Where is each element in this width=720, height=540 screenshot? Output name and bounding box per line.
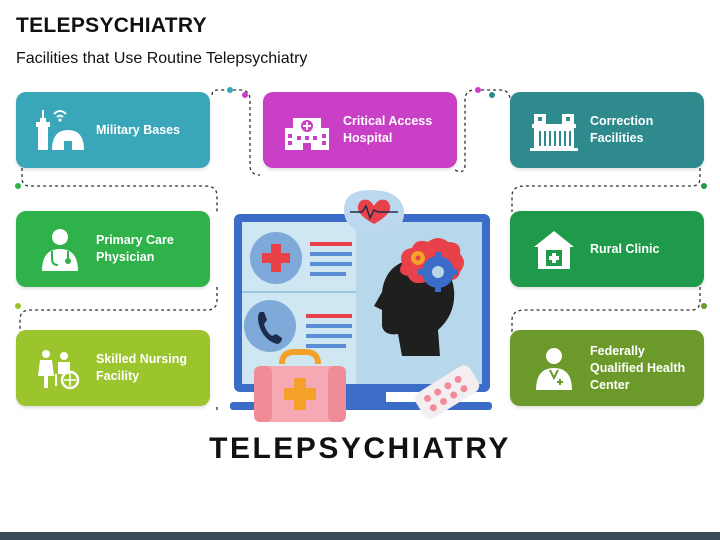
page-subtitle: Facilities that Use Routine Telepsychiat…: [16, 50, 308, 67]
card-correction-facilities: Correction Facilities: [510, 92, 704, 168]
card-rural-clinic: Rural Clinic: [510, 211, 704, 287]
card-skilled-nursing-facility: Skilled Nursing Facility: [16, 330, 210, 406]
card-label: Skilled Nursing Facility: [96, 352, 187, 383]
health-center-icon: [528, 346, 580, 390]
card-label: Rural Clinic: [590, 241, 660, 256]
medical-cross-icon: [250, 232, 302, 284]
military-base-icon: [34, 108, 86, 152]
monitor-stand: [336, 392, 386, 402]
pill-pack-icon: [415, 365, 480, 419]
card-critical-access-hospital: Critical Access Hospital: [263, 92, 457, 168]
heart-bubble-icon: [344, 190, 405, 238]
card-primary-care-physician: Primary Care Physician: [16, 211, 210, 287]
telemedicine-monitor-illustration: [230, 190, 492, 422]
phone-icon: [244, 300, 296, 352]
card-label: Federally Qualified Health Center: [590, 343, 686, 392]
doctor-icon: [34, 227, 86, 271]
card-federally-qualified-health-center: Federally Qualified Health Center: [510, 330, 704, 406]
card-label: Correction Facilities: [590, 114, 654, 145]
brain-gear-icon: [400, 238, 464, 292]
medical-bag-icon: [254, 349, 346, 422]
card-label: Primary Care Physician: [96, 233, 174, 264]
page-title: TELEPSYCHIATRY: [16, 14, 207, 37]
card-label: Critical Access Hospital: [343, 114, 433, 145]
hospital-icon: [281, 108, 333, 152]
center-label: TELEPSYCHIATRY: [209, 432, 511, 465]
card-military-bases: Military Bases: [16, 92, 210, 168]
prison-icon: [528, 108, 580, 152]
card-label: Military Bases: [96, 122, 181, 137]
nursing-icon: [34, 346, 86, 390]
clinic-icon: [528, 227, 580, 271]
bottom-bar: [0, 532, 720, 540]
